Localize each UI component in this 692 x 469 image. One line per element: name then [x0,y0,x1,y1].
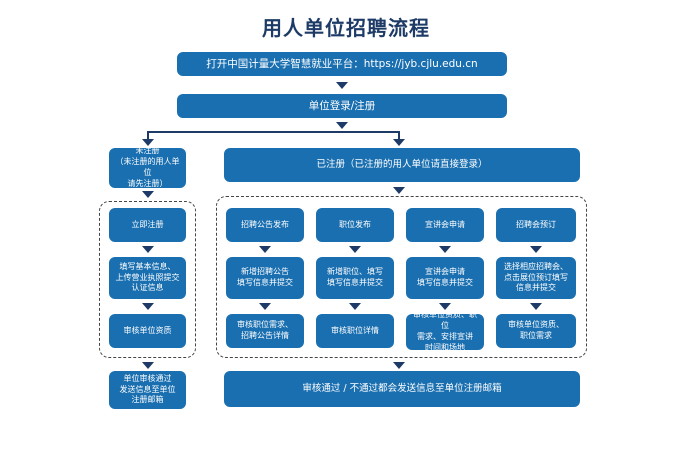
arrow-down-icon [336,122,348,129]
seminar-fill-box: 宣讲会申请 填写信息并提交 [406,257,484,299]
arrow-down-icon [439,246,451,253]
branch-line-right [398,131,400,140]
login-register-box: 单位登录/注册 [177,94,507,118]
arrow-down-icon [393,362,405,369]
arrow-down-icon [259,246,271,253]
unregistered-box: 未注册 （未注册的用人单位 请先注册） [109,146,186,188]
notice-fill-box: 新增招聘公告 填写信息并提交 [226,257,304,299]
arrow-down-icon [142,191,154,198]
job-fair-fill-box: 选择相应招聘会、 点击展位预订填写 信息并提交 [496,257,576,299]
arrow-down-icon [349,246,361,253]
position-fill-box: 新增职位、填写 填写信息并提交 [316,257,394,299]
job-fair-review-box: 审核单位资质、 职位需求 [496,314,576,348]
arrow-down-icon [142,303,154,310]
left-result-box: 单位审核通过 发送信息至单位 注册邮箱 [109,371,186,409]
arrow-down-icon [439,303,451,310]
page-title: 用人单位招聘流程 [262,16,430,40]
platform-box: 打开中国计量大学智慧就业平台：https://jyb.cjlu.edu.cn [177,52,507,76]
branch-line [147,131,399,133]
recruitment-notice-box: 招聘公告发布 [226,208,304,242]
arrow-down-icon [142,246,154,253]
branch-line-left [147,131,149,140]
left-process-group [99,201,196,358]
registered-box: 已注册（已注册的用人单位请直接登录） [224,148,580,182]
job-fair-booking-box: 招聘会预订 [496,208,576,242]
position-review-box: 审核职位详情 [316,314,394,348]
notice-review-box: 审核职位需求、 招聘公告详情 [226,314,304,348]
arrow-down-icon [142,362,154,369]
seminar-review-box: 审核单位资质、职位 需求、安排宣讲 时间和场地 [406,310,484,352]
arrow-down-icon [349,303,361,310]
review-qualification-box: 审核单位资质 [109,314,186,348]
arrow-down-icon [259,303,271,310]
arrow-down-icon [530,246,542,253]
seminar-apply-box: 宣讲会申请 [406,208,484,242]
arrow-down-icon [393,187,405,194]
right-process-group [216,196,587,358]
arrow-down-icon [336,82,348,89]
arrow-down-icon [393,139,405,146]
position-publish-box: 职位发布 [316,208,394,242]
right-result-box: 审核通过 / 不通过都会发送信息至单位注册邮箱 [224,371,580,407]
fill-basic-info-box: 填写基本信息、 上传营业执照提交 认证信息 [109,257,186,299]
arrow-down-icon [530,303,542,310]
register-now-box: 立即注册 [109,208,186,242]
arrow-down-icon [142,139,154,146]
